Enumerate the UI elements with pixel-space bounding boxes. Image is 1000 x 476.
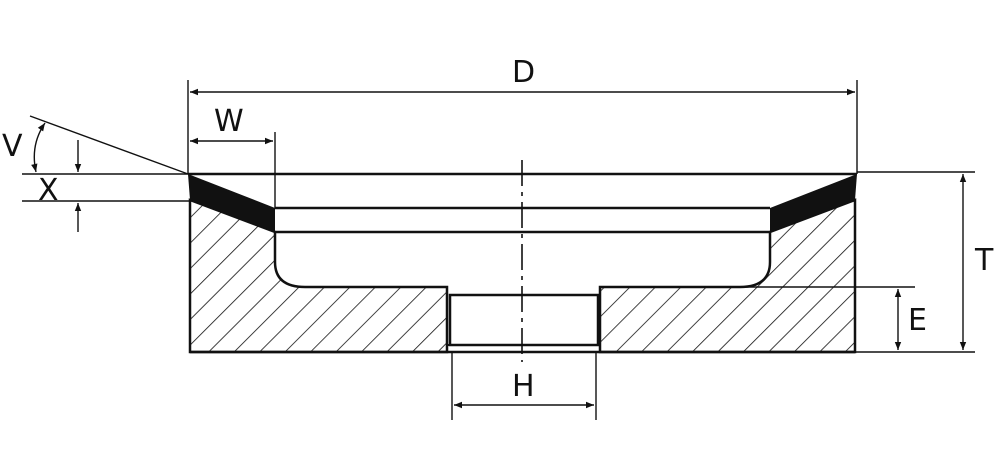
- angle-reference-line: [29, 115, 189, 175]
- center-bore: [448, 293, 600, 347]
- dim-arc-v: [31, 122, 46, 173]
- abrasive-rim-left: [188, 174, 275, 232]
- label-e: E: [908, 303, 927, 338]
- label-t: T: [974, 243, 994, 278]
- abrasive-rim-right: [770, 174, 857, 232]
- label-x: X: [38, 173, 59, 208]
- label-w: W: [214, 104, 244, 139]
- wheel-body-left-section: [188, 198, 449, 354]
- label-h: H: [512, 369, 535, 404]
- wheel-body-right-section: [598, 198, 857, 354]
- label-d: D: [512, 55, 535, 90]
- label-v: V: [2, 129, 23, 164]
